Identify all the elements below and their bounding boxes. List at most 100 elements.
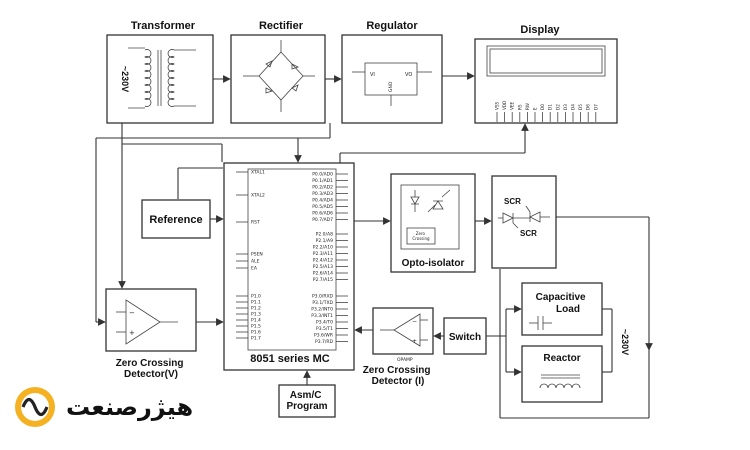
mcu-pin-label: P1.3 <box>251 312 261 318</box>
rectifier-title: Rectifier <box>259 20 304 32</box>
mcu-block: XTAL1XTAL2RSTPSENALEEAP1.0P1.1P1.2P1.3P1… <box>223 162 355 371</box>
mcu-pin-label: P3.7/RD <box>315 339 334 345</box>
mcu-pin-label: P2.1/A9 <box>316 238 333 244</box>
mcu-pin-label: EA <box>251 266 258 272</box>
logo-text: هیژرصنعت <box>66 393 194 421</box>
mcu-pin-label: P0.5/AD5 <box>312 204 333 210</box>
lcd-pin-label: D2 <box>555 104 560 110</box>
mcu-pin-label: P3.5/T1 <box>316 326 333 332</box>
mcu-pin-label: P0.6/AD6 <box>312 211 333 217</box>
switch-block: Switch <box>443 317 487 355</box>
mcu-pin-label: P2.6/A14 <box>313 271 333 277</box>
bridge-rectifier-icon <box>243 40 315 112</box>
transformer-title: Transformer <box>131 20 196 32</box>
opto-isolator-block: Zero Crossing Opto-isolator <box>390 173 476 273</box>
regulator-gnd-label: GND <box>388 81 394 92</box>
lcd-pin-label: RS <box>517 104 522 110</box>
mcu-pin-label: P3.2/INT0 <box>311 307 333 313</box>
inductor-icon <box>539 374 581 389</box>
zcd-v-label: Zero Crossing Detector(V) <box>116 358 187 380</box>
opamp-i-minus: − <box>412 318 417 325</box>
mcu-pin-label: P0.3/AD3 <box>312 191 333 197</box>
zcd-v-block: − + Zero Crossing Detector(V) <box>105 288 197 380</box>
zcd-i-block: − + OPAMP Zero Crossing Detector (I) <box>363 307 434 387</box>
mcu-pin-label: P0.2/AD2 <box>312 185 333 191</box>
rectifier-block <box>230 34 326 124</box>
mcu-pin-label: P3.3/INT1 <box>311 313 333 319</box>
mains-label-right: ~230V <box>620 329 630 355</box>
capacitive-load-block: Capacitive Load <box>521 282 603 336</box>
mcu-pin-label: P2.4/A12 <box>313 258 333 264</box>
mcu-pin-label: PSEN <box>251 252 263 258</box>
mcu-pin-label: P0.0/AD0 <box>312 172 333 178</box>
capacitive-load-label: Capacitive Load <box>536 292 589 315</box>
regulator-title: Regulator <box>366 20 418 32</box>
regulator-vo-label: VO <box>405 72 412 78</box>
lcd-pin-label: E <box>533 107 538 110</box>
mcu-pin-label: RST <box>251 220 260 226</box>
mcu-pin-label: P2.2/A10 <box>313 245 333 251</box>
mcu-pin-label: XTAL2 <box>251 193 265 199</box>
logo-icon <box>15 387 55 427</box>
lcd-pin-label: D0 <box>540 104 545 110</box>
program-block: Asm/C Program <box>278 384 336 418</box>
scr-label-2: SCR <box>520 229 537 238</box>
lcd-pin-label: D3 <box>563 104 568 110</box>
mcu-pin-label: P1.6 <box>251 330 261 336</box>
reactor-block: Reactor <box>521 345 603 403</box>
zcd-i-label: Zero Crossing Detector (I) <box>363 365 434 387</box>
lcd-pin-label: RW <box>525 103 530 110</box>
program-label: Asm/C Program <box>286 390 327 412</box>
switch-label: Switch <box>449 332 481 343</box>
lcd-pin-label: D4 <box>571 104 576 110</box>
reactor-label: Reactor <box>543 353 580 364</box>
lcd-pin-label: D1 <box>548 104 553 110</box>
mcu-pin-label: P0.1/AD1 <box>312 178 333 184</box>
mcu-pin-label: P2.0/A8 <box>316 232 333 238</box>
mcu-pin-label: P2.3/A11 <box>313 251 333 257</box>
mcu-pin-label: P1.4 <box>251 318 261 324</box>
lcd-pin-label: VDD <box>502 101 507 110</box>
mcu-pin-label: ALE <box>251 259 260 265</box>
opto-isolator-label: Opto-isolator <box>402 258 465 269</box>
mcu-pin-label: P3.1/TXD <box>312 300 333 306</box>
display-title: Display <box>520 24 560 36</box>
mcu-pin-label: P2.7/A15 <box>313 277 333 283</box>
mcu-pin-label: P0.7/AD7 <box>312 217 333 223</box>
capacitor-icon <box>529 316 552 330</box>
mcu-left-pins: XTAL1XTAL2RSTPSENALEEAP1.0P1.1P1.2P1.3P1… <box>236 170 265 342</box>
mcu-pin-label: P1.2 <box>251 306 261 312</box>
lcd-pin-label: D6 <box>586 104 591 110</box>
opamp-label: OPAMP <box>397 357 413 363</box>
mcu-pin-label: P1.5 <box>251 324 261 330</box>
connection-wires <box>95 72 653 419</box>
mcu-pin-label: P0.4/AD4 <box>312 198 333 204</box>
scr-icon <box>498 205 550 229</box>
lcd-pin-label: VEE <box>510 101 515 110</box>
regulator-block: VI VO GND <box>341 34 443 124</box>
mcu-pin-label: P2.5/A13 <box>313 264 333 270</box>
opamp-icon-v: − + <box>116 299 178 345</box>
zero-crossing-small-label: Zero Crossing <box>412 231 430 241</box>
scr-block: SCR SCR <box>491 175 557 269</box>
mcu-pin-label: P3.4/T0 <box>316 320 333 326</box>
opamp-v-minus: − <box>129 309 135 317</box>
lcd-pin-label: D7 <box>593 104 598 110</box>
mcu-pin-label: P3.6/WR <box>314 333 333 339</box>
mcu-pin-label: P1.1 <box>251 300 261 306</box>
company-logo: هیژرصنعت <box>14 386 193 428</box>
opamp-i-plus: + <box>412 338 417 345</box>
opamp-v-plus: + <box>129 329 135 337</box>
lcd-pin-label: D5 <box>578 104 583 110</box>
mcu-label: 8051 series MC <box>250 353 330 365</box>
mcu-pin-label: P3.0/RXD <box>312 294 334 300</box>
mcu-pin-label: XTAL1 <box>251 170 265 176</box>
mcu-pin-label: P1.0 <box>251 294 261 300</box>
mcu-right-pins: P0.0/AD0P0.1/AD1P0.2/AD2P0.3/AD3P0.4/AD4… <box>311 172 348 345</box>
lcd-pin-label: VSS <box>495 101 500 110</box>
transformer-block: ~230V <box>106 34 214 124</box>
mains-label-left: ~230V <box>120 66 130 92</box>
